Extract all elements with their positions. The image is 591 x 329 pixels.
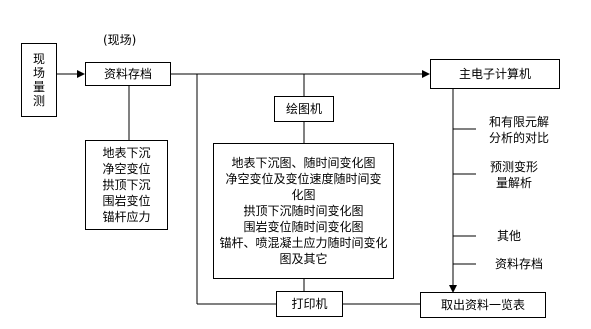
main-computer-label: 主电子计算机 <box>458 67 531 81</box>
plot-item: 净空变位及变位速度随时间变 <box>225 172 382 186</box>
archive-box: 资料存档 <box>85 62 171 86</box>
field-measure-char-2: 场 <box>32 66 45 80</box>
plot-item: 化图 <box>291 188 316 202</box>
archive-right-label: 资料存档 <box>495 257 544 271</box>
fem-comparison-label: 和有限元解 分析的对比 <box>478 114 560 146</box>
plot-item: 拱顶下沉随时间变化图 <box>243 204 364 218</box>
left-item: 围岩变位 <box>102 194 151 208</box>
right-item: 量解析 <box>495 176 532 190</box>
measurement-items-box: 地表下沉 净空变位 拱顶下沉 围岩变位 锚杆应力 <box>85 140 168 230</box>
plot-item: 图及其它 <box>279 252 328 266</box>
archive-label: 资料存档 <box>103 67 152 81</box>
plot-item: 地表下沉图、随时间变化图 <box>231 156 376 170</box>
plotter-label: 绘图机 <box>285 102 322 116</box>
output-list-box: 取出资料一览表 <box>420 292 546 318</box>
field-measurement-box: 现 场 量 测 <box>21 43 57 117</box>
deformation-prediction-label: 预测变形 量解析 <box>478 159 550 191</box>
left-item: 地表下沉 <box>102 146 151 160</box>
printer-label: 打印机 <box>291 297 328 311</box>
plot-outputs-box: 地表下沉图、随时间变化图 净空变位及变位速度随时间变 化图 拱顶下沉随时间变化图… <box>213 143 394 279</box>
main-computer-box: 主电子计算机 <box>430 59 560 89</box>
printer-box: 打印机 <box>276 291 343 317</box>
right-item: 分析的对比 <box>488 131 549 145</box>
right-item: 和有限元解 <box>488 115 549 129</box>
plot-item: 围岩变位随时间变化图 <box>243 220 364 234</box>
other-label: 其他 <box>497 229 522 243</box>
plot-item: 锚杆、喷混凝土应力随时间变化 <box>219 236 388 250</box>
left-item: 拱顶下沉 <box>102 178 151 192</box>
field-measure-char-4: 测 <box>32 94 45 108</box>
output-list-label: 取出资料一览表 <box>440 298 525 312</box>
field-measure-char-3: 量 <box>32 80 45 94</box>
on-site-note: (现场) <box>103 33 137 47</box>
right-item: 预测变形 <box>489 160 538 174</box>
field-measure-char-1: 现 <box>32 52 45 66</box>
left-item: 净空变位 <box>102 162 151 176</box>
plotter-box: 绘图机 <box>274 96 334 122</box>
left-item: 锚杆应力 <box>102 210 151 224</box>
